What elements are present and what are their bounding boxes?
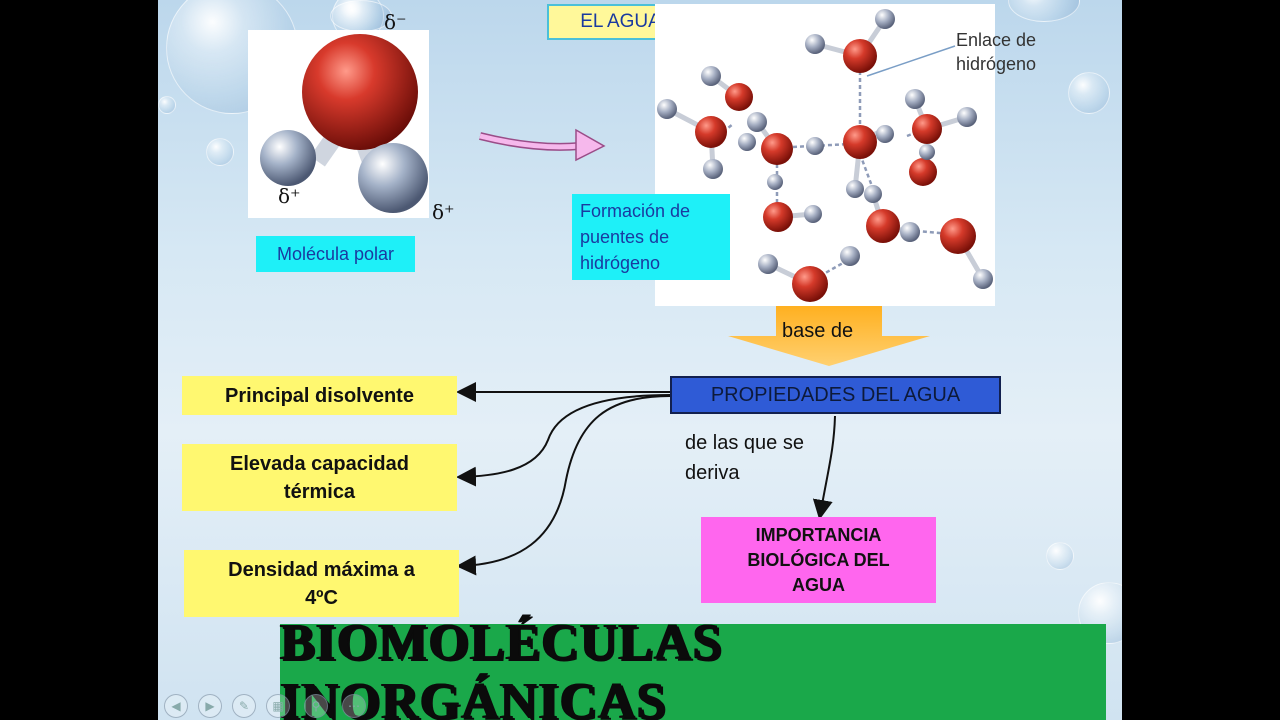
connector-lines xyxy=(456,382,836,576)
orange-down-arrow-icon xyxy=(728,306,930,366)
water-properties-box: PROPIEDADES DEL AGUA xyxy=(670,376,1001,414)
property-principal-disolvente: Principal disolvente xyxy=(182,376,457,415)
bubble-decoration xyxy=(1046,542,1074,570)
more-icon[interactable]: ⋯ xyxy=(342,694,366,718)
bubble-decoration xyxy=(158,96,176,114)
bubble-decoration xyxy=(330,0,392,32)
delta-plus-left-label: δ⁺ xyxy=(278,184,301,208)
zoom-icon[interactable]: ⚲ xyxy=(304,694,328,718)
polar-molecule-image xyxy=(248,30,429,218)
delta-plus-right-label: δ⁺ xyxy=(432,200,455,224)
next-icon[interactable]: ▶ xyxy=(198,694,222,718)
biological-importance-box: IMPORTANCIA BIOLÓGICA DEL AGUA xyxy=(701,517,936,603)
slides-icon[interactable]: ▦ xyxy=(266,694,290,718)
pink-arrow-icon xyxy=(479,128,606,162)
hydrogen-bond-label: Enlace de hidrógeno xyxy=(956,30,1037,74)
pen-icon[interactable]: ✎ xyxy=(232,694,256,718)
derive-text: de las que se deriva xyxy=(685,432,804,484)
base-de-label: base de xyxy=(782,320,854,342)
property-capacidad-termica: Elevada capacidad térmica xyxy=(182,444,457,511)
hydrogen-bridge-formation-label: Formación de puentes de hidrógeno xyxy=(572,194,730,280)
prev-icon[interactable]: ◀ xyxy=(164,694,188,718)
banner-text: BIOMOLÉCULAS INORGÁNICAS xyxy=(280,614,723,720)
bubble-decoration xyxy=(1068,72,1110,114)
polar-molecule-label: Molécula polar xyxy=(256,236,415,272)
bubble-decoration xyxy=(206,138,234,166)
title-banner: BIOMOLÉCULAS INORGÁNICAS xyxy=(280,614,1106,720)
delta-minus-label: δ⁻ xyxy=(384,10,407,34)
property-densidad-maxima: Densidad máxima a 4ºC xyxy=(184,550,459,617)
slide: δ⁻ δ⁺ δ⁺ Molécula polar EL AGUA xyxy=(158,0,1122,720)
